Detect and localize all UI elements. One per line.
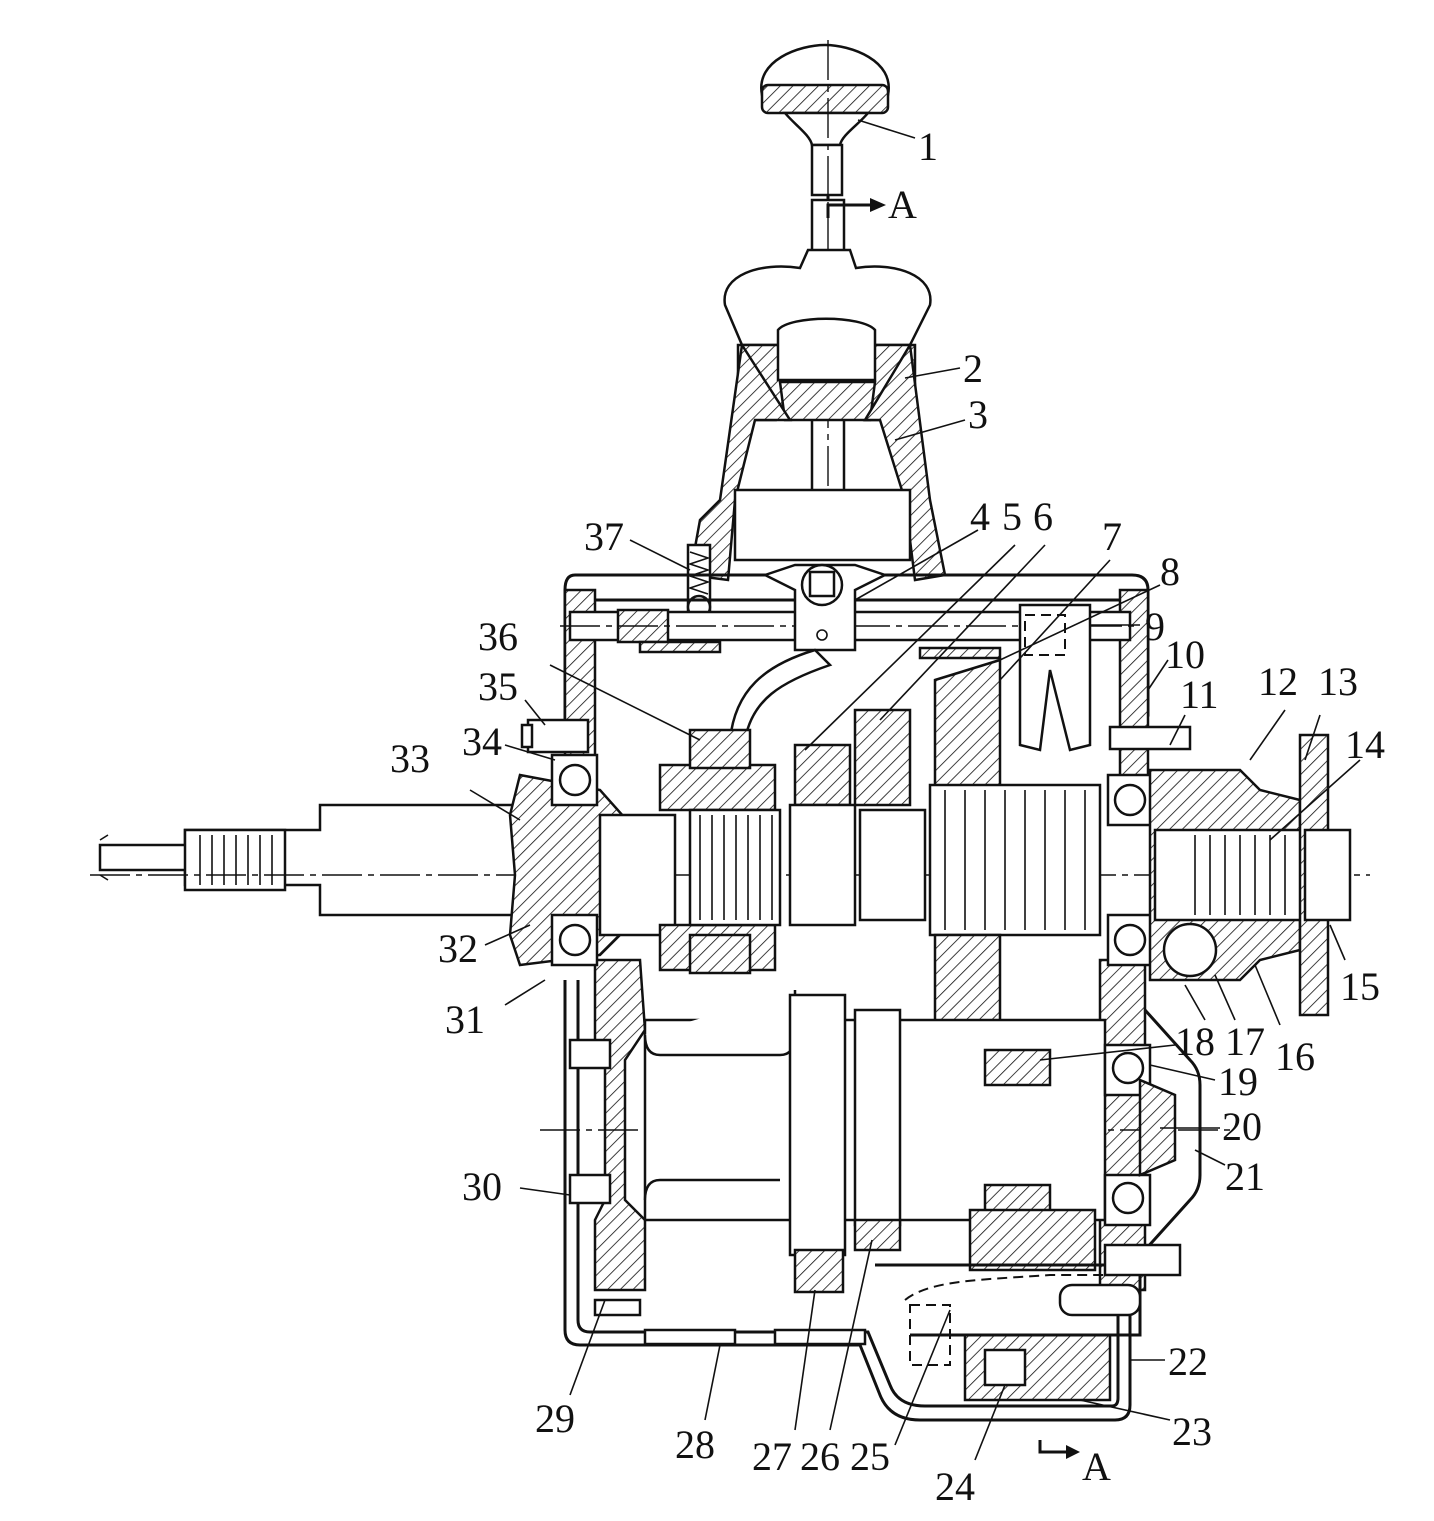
- gear-middle-1: [788, 743, 857, 927]
- callout-31: 31: [445, 997, 485, 1042]
- callout-19: 19: [1218, 1059, 1258, 1104]
- callout-3: 3: [968, 392, 988, 437]
- shift-fork-right: [1018, 603, 1092, 752]
- reverse-shaft: [875, 1243, 1182, 1366]
- shift-fork-head: [761, 563, 889, 652]
- gear-middle-2: [853, 708, 927, 922]
- callout-10: 10: [1165, 632, 1205, 677]
- callout-18: 18: [1175, 1019, 1215, 1064]
- oil-pan-drain: [593, 1298, 867, 1346]
- section-mark-top: A: [826, 182, 917, 227]
- callout-2: 2: [963, 346, 983, 391]
- synchronizer-sleeve: [658, 728, 777, 975]
- callout-24: 24: [935, 1464, 975, 1509]
- bearing-counter-right: [1103, 1043, 1152, 1227]
- callout-8: 8: [1160, 549, 1180, 594]
- callout-16: 16: [1275, 1034, 1315, 1079]
- section-mark-bottom-label: A: [1082, 1444, 1111, 1489]
- reverse-idler: [963, 1208, 1112, 1402]
- bearing-right-top: [1106, 773, 1155, 827]
- callout-30: 30: [462, 1164, 502, 1209]
- callout-20: 20: [1222, 1104, 1262, 1149]
- bearing-left-bottom: [550, 913, 599, 967]
- bearing-right-bottom: [1106, 913, 1155, 967]
- callout-37: 37: [584, 514, 624, 559]
- bearing-left-top: [550, 753, 599, 807]
- input-shaft: [98, 803, 522, 917]
- callout-12: 12: [1258, 659, 1298, 704]
- output-housing: [1148, 768, 1307, 982]
- callout-11: 11: [1180, 672, 1219, 717]
- callout-labels: 1 2 3 4 5 6 7 8 9 10 11 12 13 14 15 16 1…: [390, 124, 1385, 1509]
- callout-29: 29: [535, 1396, 575, 1441]
- callout-22: 22: [1168, 1339, 1208, 1384]
- section-mark-top-label: A: [888, 182, 917, 227]
- callout-34: 34: [462, 719, 502, 764]
- callout-25: 25: [850, 1434, 890, 1479]
- detent-spring-37: [686, 543, 712, 620]
- section-mark-bottom: A: [1038, 1440, 1111, 1489]
- callout-5: 5: [1002, 494, 1022, 539]
- spline-gear-right: [928, 658, 1102, 1057]
- callout-32: 32: [438, 926, 478, 971]
- input-hub: [508, 773, 677, 967]
- callout-28: 28: [675, 1422, 715, 1467]
- callout-1: 1: [918, 124, 938, 169]
- shift-fork-arm: [728, 648, 833, 742]
- bolt-30: [568, 1038, 612, 1205]
- callout-15: 15: [1340, 964, 1380, 1009]
- callout-6: 6: [1033, 494, 1053, 539]
- callout-7: 7: [1102, 514, 1122, 559]
- leader-lines: [469, 119, 1361, 1461]
- callout-26: 26: [800, 1434, 840, 1479]
- counter-gear-26: [853, 1008, 902, 1252]
- callout-35: 35: [478, 664, 518, 709]
- callout-36: 36: [478, 614, 518, 659]
- output-flange: [1298, 733, 1352, 1017]
- callout-33: 33: [390, 736, 430, 781]
- spline-gear-left: [688, 808, 782, 927]
- cover-plate-21: [1138, 1008, 1202, 1252]
- callout-21: 21: [1225, 1154, 1265, 1199]
- callout-17: 17: [1225, 1019, 1265, 1064]
- bolt-34-35: [520, 718, 590, 754]
- counter-gear-27: [788, 993, 847, 1294]
- callout-23: 23: [1172, 1409, 1212, 1454]
- lever-ball-seat: [776, 317, 877, 422]
- callout-9: 9: [1145, 604, 1165, 649]
- callout-4: 4: [970, 494, 990, 539]
- shift-knob: [760, 43, 890, 197]
- callout-13: 13: [1318, 659, 1358, 704]
- tower-housing: [688, 341, 947, 582]
- callout-14: 14: [1345, 722, 1385, 767]
- callout-27: 27: [752, 1434, 792, 1479]
